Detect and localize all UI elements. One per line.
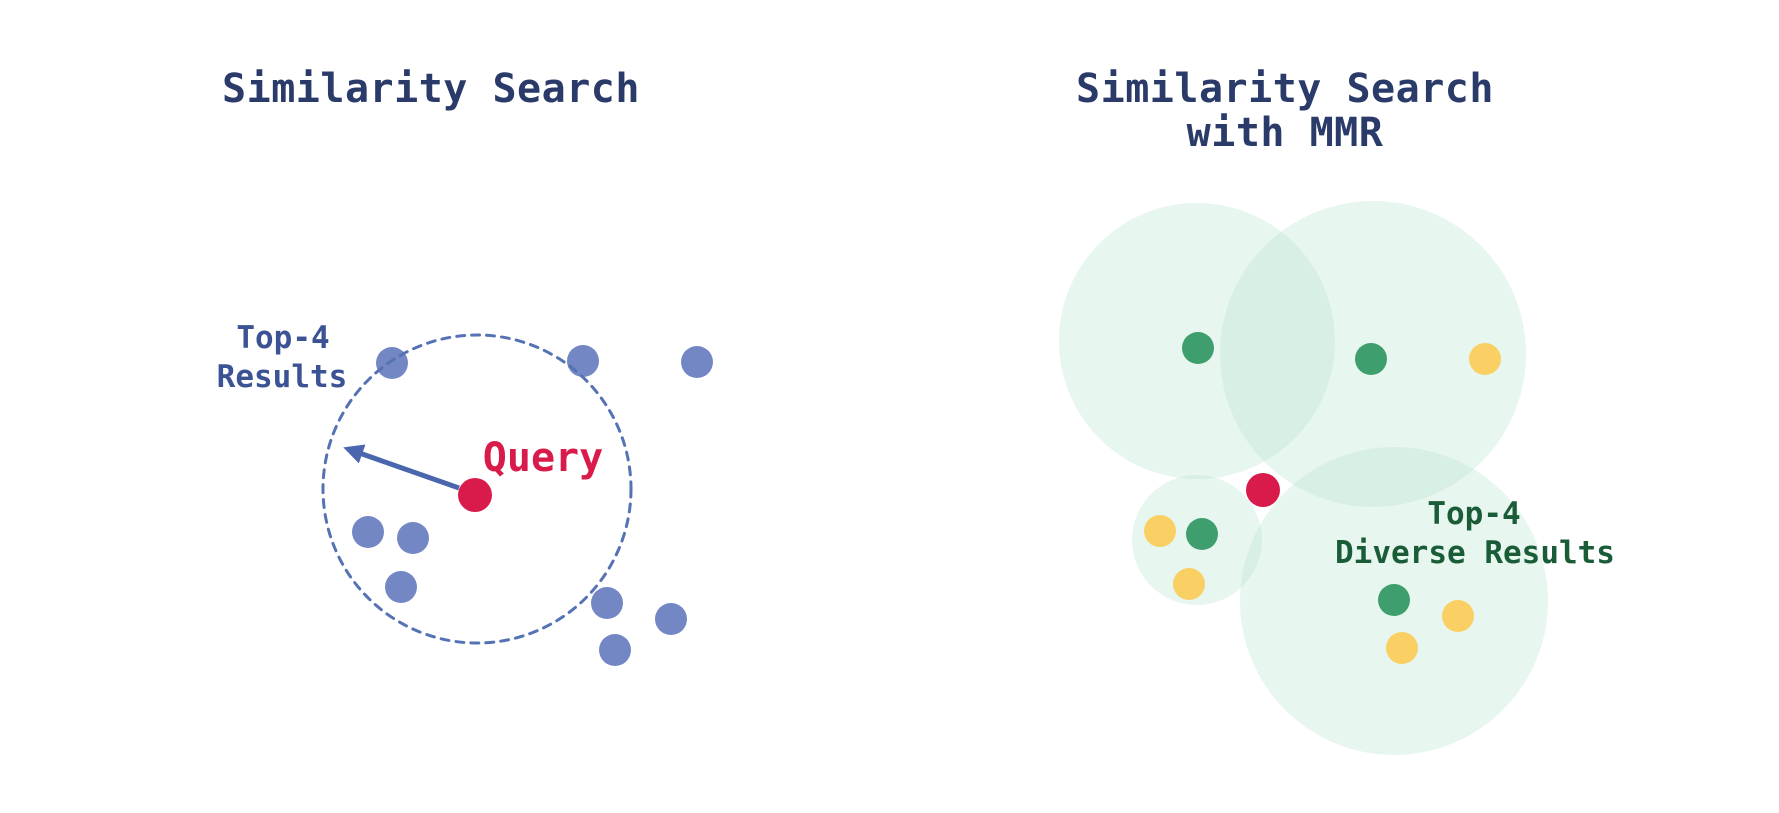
document-point <box>599 634 631 666</box>
candidate-point <box>1144 515 1176 547</box>
left-panel-title: Similarity Search <box>222 66 640 112</box>
top4-diverse-results-label-line2: Diverse Results <box>1335 535 1615 571</box>
document-point <box>567 345 599 377</box>
query-point <box>1246 473 1280 507</box>
text-labels: Similarity Search Top-4 Results Query Si… <box>217 66 1615 571</box>
document-point <box>655 603 687 635</box>
similarity-search-geometry <box>321 333 713 666</box>
candidate-point <box>1442 600 1474 632</box>
selected-point <box>1182 332 1214 364</box>
selected-point <box>1378 584 1410 616</box>
document-point <box>681 346 713 378</box>
candidate-point <box>1173 568 1205 600</box>
top4-diverse-results-label-line1: Top-4 <box>1427 496 1520 532</box>
query-point <box>458 478 492 512</box>
selected-point <box>1355 343 1387 375</box>
query-label: Query <box>483 435 603 481</box>
document-point <box>352 516 384 548</box>
document-point <box>397 522 429 554</box>
search-radius-circle <box>321 333 633 645</box>
selected-point <box>1186 518 1218 550</box>
right-panel-title-line1: Similarity Search <box>1076 66 1494 112</box>
right-panel-title-line2: with MMR <box>1187 110 1384 156</box>
mmr-geometry <box>1059 201 1548 755</box>
top4-results-label-line1: Top-4 <box>236 320 329 356</box>
document-point <box>591 587 623 619</box>
top4-results-label-line2: Results <box>217 359 348 395</box>
document-point <box>376 347 408 379</box>
candidate-point <box>1386 632 1418 664</box>
document-point <box>385 571 417 603</box>
candidate-point <box>1469 343 1501 375</box>
radius-arrow <box>343 444 460 491</box>
